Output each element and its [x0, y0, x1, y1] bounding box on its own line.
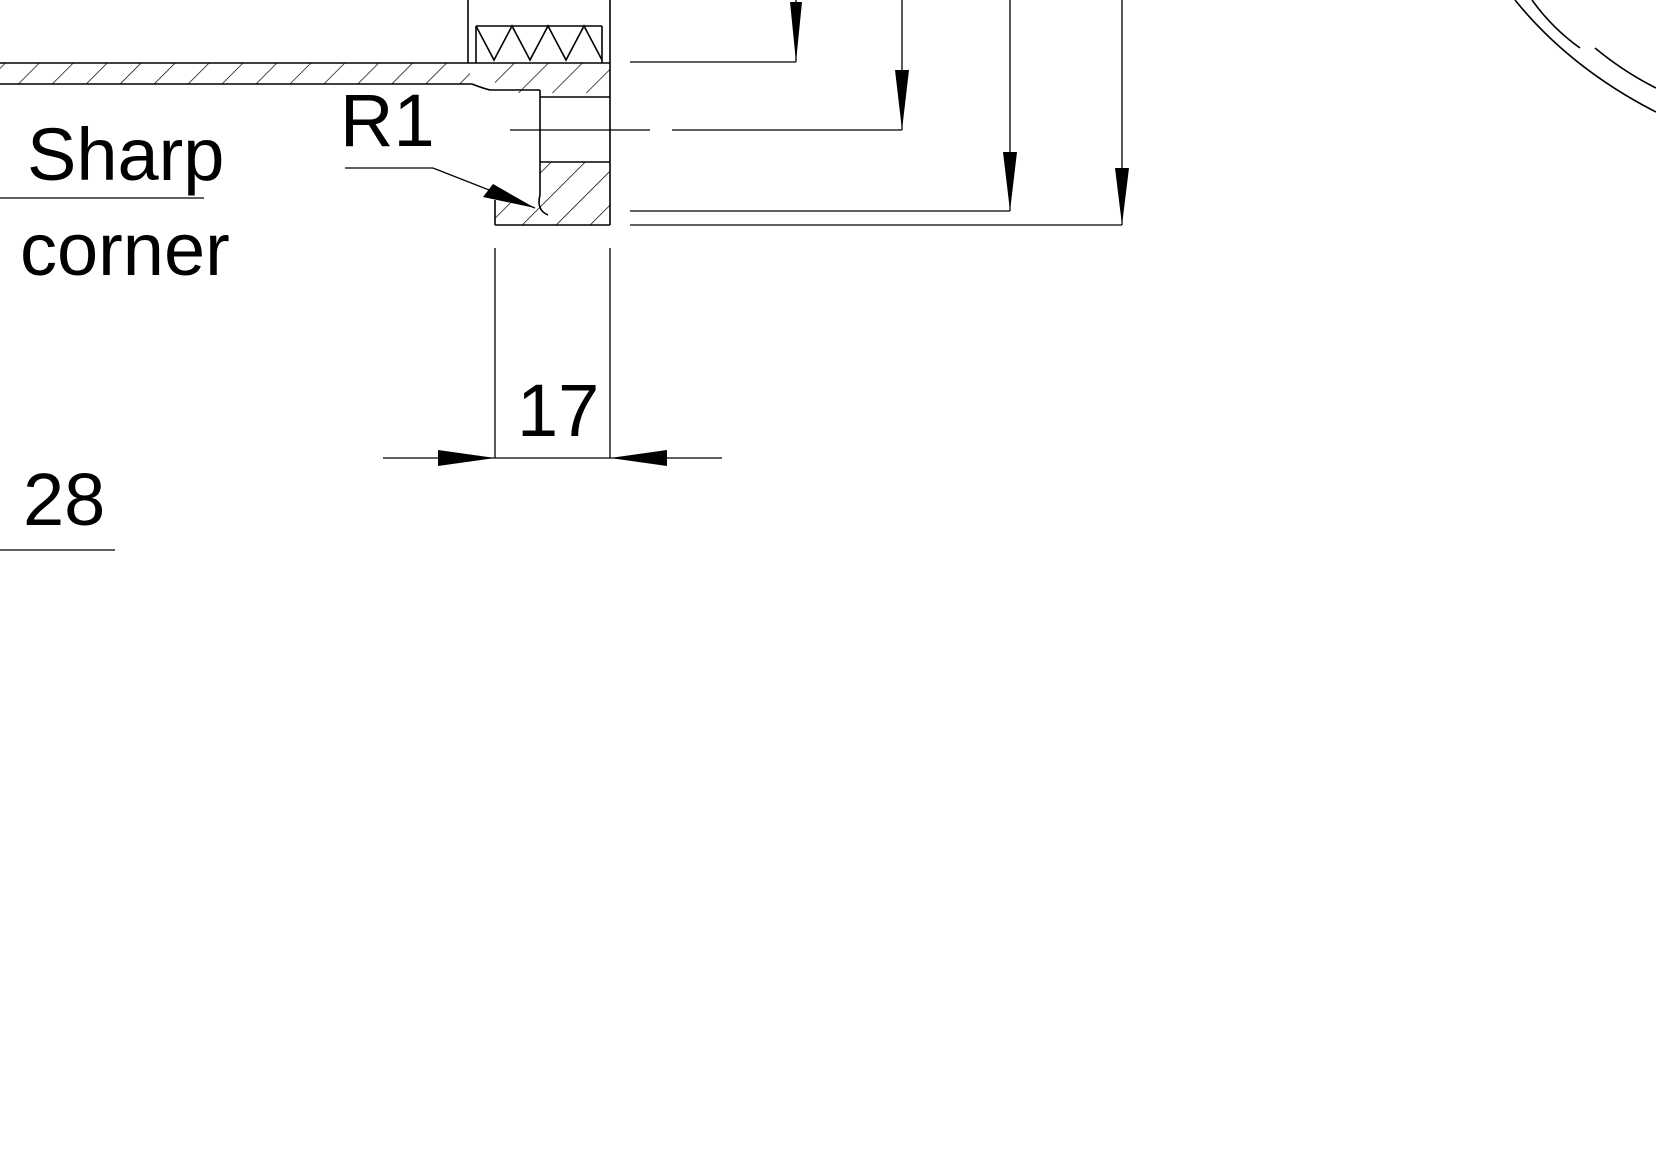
vertical-dimensions — [790, 0, 1129, 225]
arrow-down-4 — [1115, 168, 1129, 225]
weld-symbol — [475, 24, 603, 63]
arrow-down-1 — [790, 2, 802, 62]
r1-arrow — [483, 184, 535, 208]
r1-leader — [345, 167, 536, 209]
dimension-17 — [383, 248, 722, 466]
dim-arrow-right — [610, 450, 667, 466]
radius-label: R1 — [340, 79, 435, 162]
width-dimension-label: 17 — [517, 369, 599, 452]
extension-lines — [510, 61, 1122, 226]
dim-arrow-left — [438, 450, 495, 466]
sharp-label: Sharp — [27, 113, 224, 196]
arrow-down-3 — [1003, 152, 1017, 211]
corner-label: corner — [20, 208, 230, 291]
arrow-down-2 — [895, 70, 909, 130]
flange-section — [467, 0, 611, 226]
outer-arcs — [1514, 0, 1656, 113]
value-28-label: 28 — [23, 458, 105, 541]
